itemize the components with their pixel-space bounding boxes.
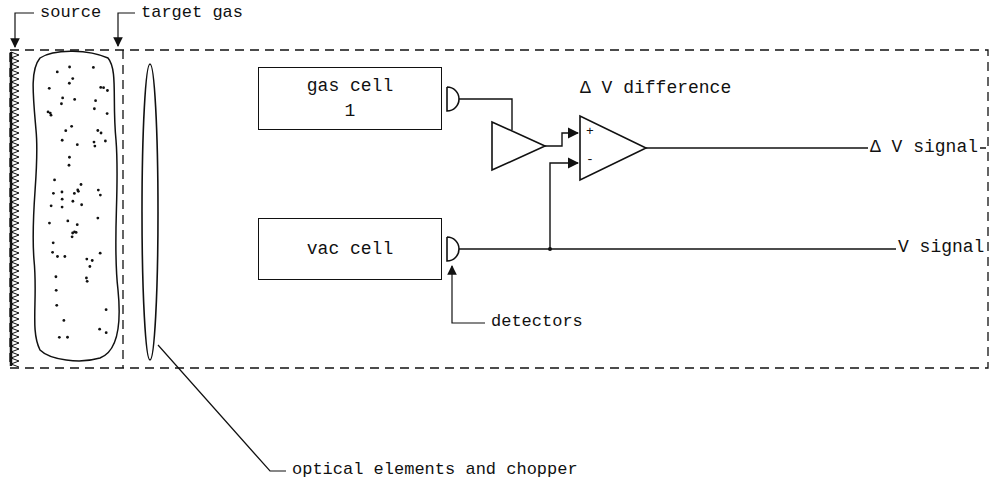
plus-input: + — [584, 124, 596, 139]
source-label: source — [38, 3, 103, 22]
cell-label: gas cell 1 — [300, 74, 400, 123]
minus-input: - — [584, 152, 596, 167]
signal-wire — [459, 99, 512, 130]
optics-label: optical elements and chopper — [290, 460, 580, 479]
difference-amplifier — [580, 116, 646, 180]
gas-boundary — [122, 50, 123, 368]
lens-chopper — [142, 64, 158, 360]
instrument-enclosure — [10, 50, 988, 368]
source-strip — [11, 52, 19, 367]
vacuum-cell: vac cell — [258, 218, 442, 280]
target-gas-cloud — [33, 51, 119, 361]
signal-wire — [550, 163, 578, 249]
signal-wire — [545, 133, 578, 146]
amplifier-symbol — [492, 122, 545, 170]
leader-line — [452, 266, 485, 323]
output-signal-label: V signal — [896, 237, 986, 257]
leader-line — [158, 345, 286, 471]
detector-symbol — [447, 237, 459, 261]
cell-label: vac cell — [300, 237, 400, 261]
gas-cell: gas cell 1 — [258, 67, 442, 130]
output-signal-label: Δ V signal — [868, 137, 980, 157]
gas-molecules — [47, 66, 109, 339]
target-gas-label: target gas — [139, 3, 245, 22]
leader-line — [118, 13, 135, 46]
difference-label: Δ V difference — [578, 78, 733, 98]
detector-symbol — [447, 87, 459, 111]
detectors-label: detectors — [489, 312, 585, 331]
leader-line — [15, 13, 34, 47]
